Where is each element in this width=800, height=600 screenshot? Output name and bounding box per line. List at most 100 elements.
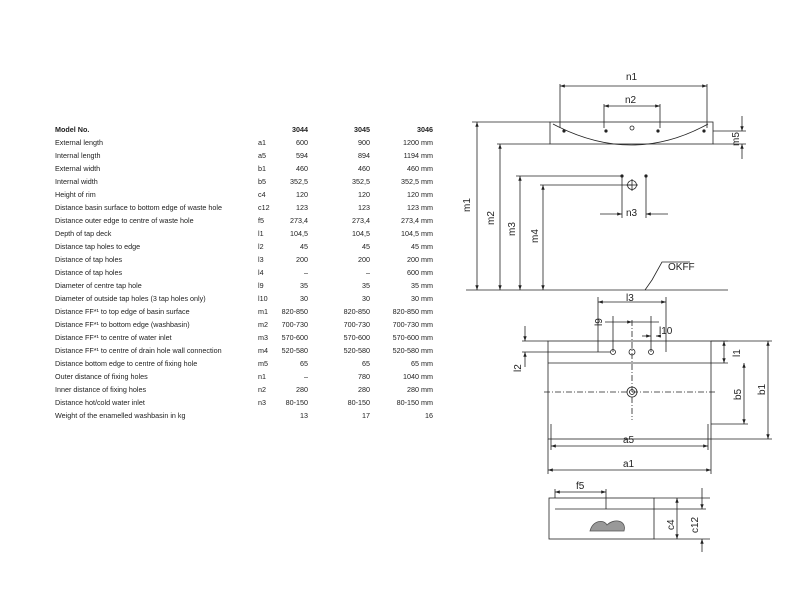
value-3046: 65 mm <box>411 359 433 368</box>
table-row: Distance basin surface to bottom edge of… <box>55 201 445 214</box>
value-3046: 273,4 mm <box>401 216 433 225</box>
row-label: Distance FF*¹ to centre of water inlet <box>55 333 172 342</box>
label-m2: m2 <box>486 211 497 225</box>
value-3044: 570-600 <box>281 333 308 342</box>
table-row: Weight of the enamelled washbasin in kg 1… <box>55 409 445 422</box>
table-row: Diameter of outside tap holes (3 tap hol… <box>55 292 445 305</box>
row-label: Distance hot/cold water inlet <box>55 398 145 407</box>
value-3044: 594 <box>296 151 308 160</box>
value-3045: 894 <box>358 151 370 160</box>
basin-profile <box>549 121 714 145</box>
basin-outline <box>547 340 712 440</box>
value-3046: 16 <box>425 411 433 420</box>
row-label: Diameter of centre tap hole <box>55 281 142 290</box>
fixing-hole-left <box>604 129 608 133</box>
row-code: m4 <box>258 346 268 355</box>
value-3046: 1200 mm <box>403 138 433 147</box>
section-outline <box>548 497 655 540</box>
value-3044: 200 <box>296 255 308 264</box>
value-3045: 280 <box>358 385 370 394</box>
row-code: c4 <box>258 190 266 199</box>
value-3044: 352,5 <box>290 177 308 186</box>
fixing-hole-outer-right <box>702 129 706 133</box>
label-m4: m4 <box>530 229 541 243</box>
value-3045: 273,4 <box>352 216 370 225</box>
row-code: f5 <box>258 216 264 225</box>
label-m5: m5 <box>731 132 742 146</box>
row-label: Weight of the enamelled washbasin in kg <box>55 411 186 420</box>
value-3046: 35 mm <box>411 281 433 290</box>
label-l10: l10 <box>659 326 673 337</box>
row-code: n3 <box>258 398 266 407</box>
waste-fitting <box>589 520 625 532</box>
row-code: m3 <box>258 333 268 342</box>
value-3045: 200 <box>358 255 370 264</box>
value-3045: 65 <box>362 359 370 368</box>
value-3045: 104,5 <box>352 229 370 238</box>
table-row: Distance bottom edge to centre of fixing… <box>55 357 445 370</box>
label-c12: c12 <box>690 516 701 533</box>
row-label: Distance FF*¹ to centre of drain hole wa… <box>55 346 222 355</box>
value-3044: 273,4 <box>290 216 308 225</box>
value-3044: – <box>304 372 308 381</box>
table-row: Distance FF*¹ to bottom edge (washbasin)… <box>55 318 445 331</box>
value-3046: 600 mm <box>407 268 433 277</box>
side-elevation-view <box>466 84 746 291</box>
value-3046: 460 mm <box>407 164 433 173</box>
row-label: Outer distance of fixing holes <box>55 372 148 381</box>
table-row: Distance outer edge to centre of waste h… <box>55 214 445 227</box>
value-3046: 520-580 mm <box>392 346 433 355</box>
value-3045: – <box>366 268 370 277</box>
label-f5: f5 <box>576 481 585 492</box>
value-3045: 460 <box>358 164 370 173</box>
value-3044: 123 <box>296 203 308 212</box>
value-3045: 35 <box>362 281 370 290</box>
row-code: m1 <box>258 307 268 316</box>
row-label: Distance bottom edge to centre of fixing… <box>55 359 198 368</box>
value-3044: 600 <box>296 138 308 147</box>
row-code: a5 <box>258 151 266 160</box>
table-row: Diameter of centre tap hole l9 35 35 35 mm <box>55 279 445 292</box>
header-model-3046: 3046 <box>417 125 433 134</box>
value-3045: 520-580 <box>343 346 370 355</box>
value-3045: 900 <box>358 138 370 147</box>
label-l3: l3 <box>626 293 634 304</box>
row-code: l3 <box>258 255 264 264</box>
value-3044: 820-850 <box>281 307 308 316</box>
fixing-hole-right <box>656 129 660 133</box>
okff-leader <box>644 261 690 291</box>
value-3045: 570-600 <box>343 333 370 342</box>
table-row: Distance FF*¹ to centre of water inlet m3… <box>55 331 445 344</box>
row-code: l1 <box>258 229 264 238</box>
header-model-3045: 3045 <box>354 125 370 134</box>
value-3046: 80-150 mm <box>396 398 433 407</box>
waste-hole <box>626 386 638 398</box>
row-label: Distance FF*¹ to bottom edge (washbasin) <box>55 320 190 329</box>
table-row: Distance FF*¹ to centre of drain hole wa… <box>55 344 445 357</box>
waste-hole-inner <box>629 389 635 395</box>
value-3045: 80-150 <box>347 398 370 407</box>
row-label: Distance FF*¹ to top edge of basin surfa… <box>55 307 190 316</box>
label-n1: n1 <box>626 72 638 83</box>
plan-view <box>522 297 772 474</box>
fixing-hole-outer-left <box>562 129 566 133</box>
value-3044: 30 <box>300 294 308 303</box>
value-3046: 820-850 mm <box>392 307 433 316</box>
value-3046: 30 mm <box>411 294 433 303</box>
value-3046: 352,5 mm <box>401 177 433 186</box>
header-model-3044: 3044 <box>292 125 308 134</box>
row-code: l9 <box>258 281 264 290</box>
label-m1: m1 <box>462 198 473 212</box>
row-code: l2 <box>258 242 264 251</box>
row-label: Distance basin surface to bottom edge of… <box>55 203 223 212</box>
value-3045: 17 <box>362 411 370 420</box>
value-3044: 280 <box>296 385 308 394</box>
value-3044: 35 <box>300 281 308 290</box>
